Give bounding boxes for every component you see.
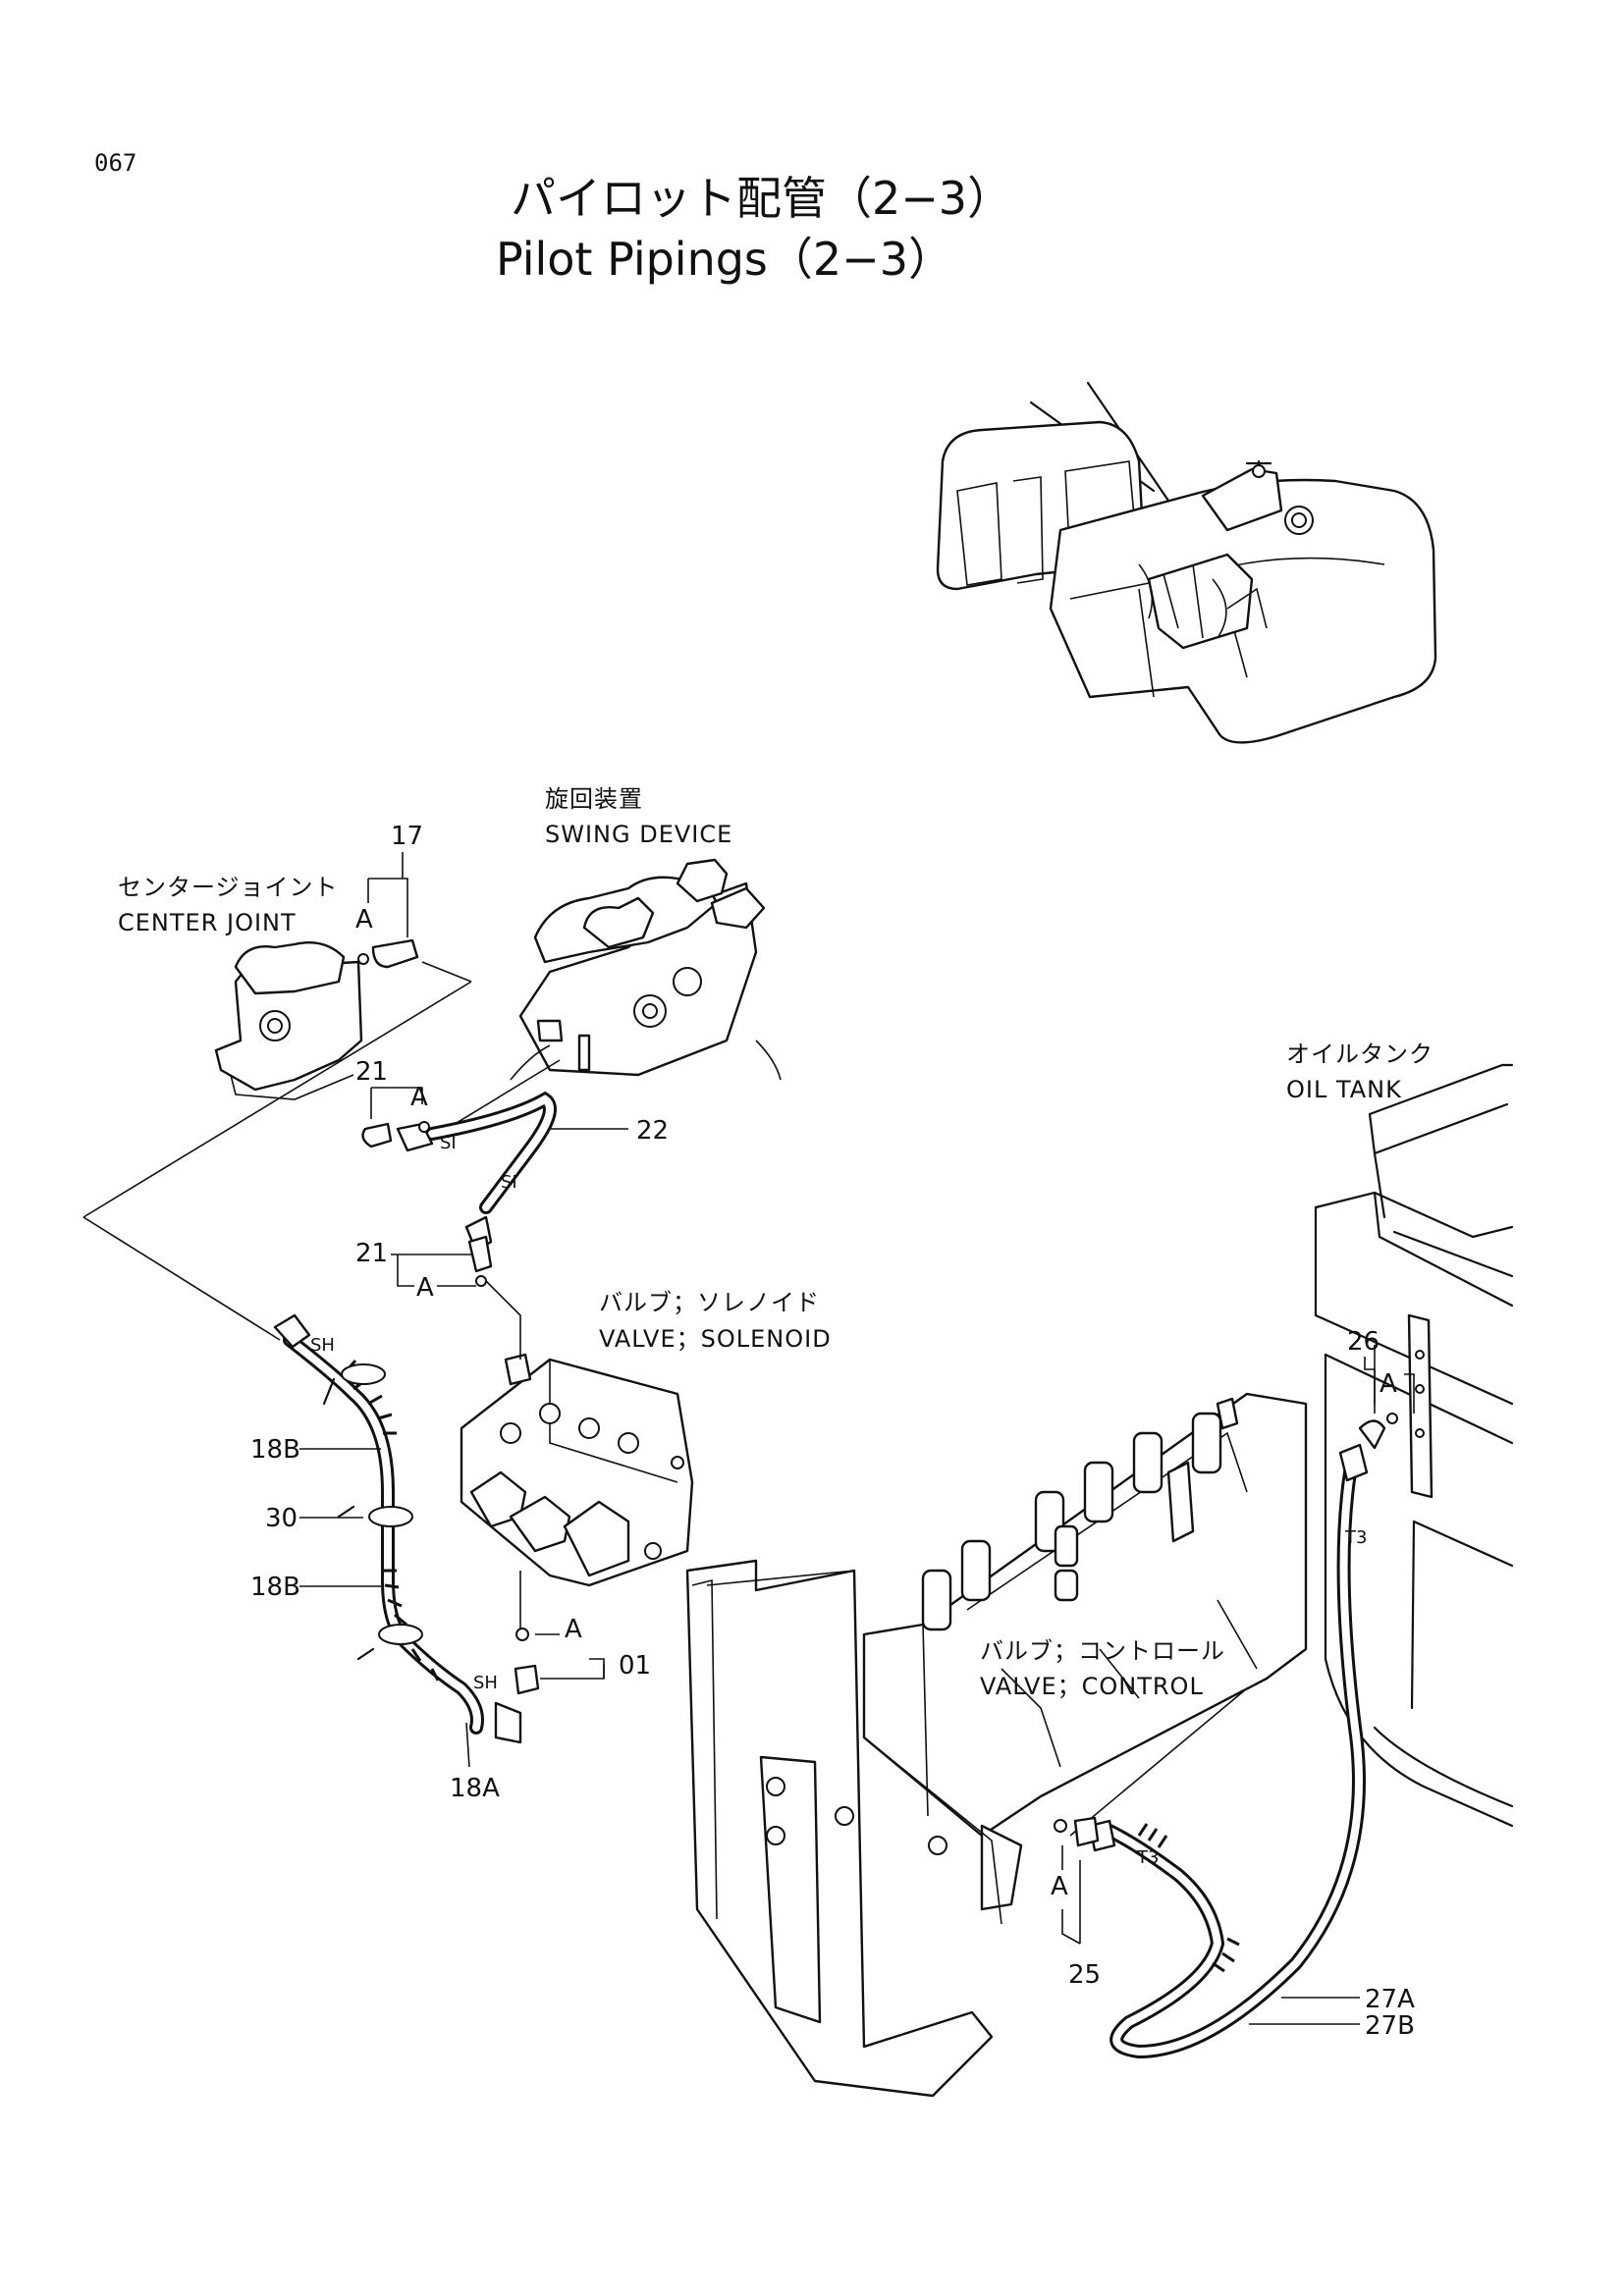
callout-25: 25: [1068, 1960, 1101, 1990]
port-a-17: A: [355, 905, 373, 934]
swing-device-illustration: [510, 858, 782, 1081]
callout-21-top: 21: [355, 1057, 388, 1087]
callout-17: 17: [391, 822, 423, 851]
port-t3-tank: T3: [1344, 1527, 1367, 1548]
port-t3-valve: T3: [1136, 1847, 1159, 1868]
oil-tank-illustration: [1314, 1063, 1514, 1828]
port-si-lower: SI: [501, 1172, 517, 1193]
component-labels: 旋回装置 SWING DEVICE センタージョイント CENTER JOINT…: [118, 785, 1434, 1700]
center-joint-label-jp: センタージョイント: [118, 874, 339, 901]
hose-18b-18a: [273, 1313, 522, 1744]
port-sh-bottom: SH: [473, 1673, 498, 1693]
callout-21-mid: 21: [355, 1239, 388, 1268]
callout-27b: 27B: [1365, 2011, 1415, 2041]
oil-tank-label-jp: オイルタンク: [1286, 1041, 1434, 1068]
fittings: [357, 938, 1398, 1847]
port-a-26: A: [1380, 1369, 1397, 1399]
callout-18b-bottom: 18B: [250, 1573, 300, 1602]
oil-tank-label-en: OIL TANK: [1286, 1076, 1402, 1103]
center-joint-illustration: [214, 940, 363, 1100]
hose-27a-27b: [1088, 1419, 1386, 2059]
callouts: 17 A 21 A SI 22 SI 21 A SH 18B 30 18B SH: [250, 822, 1415, 2041]
callout-26: 26: [1347, 1327, 1380, 1357]
excavator-overview-illustration: [936, 381, 1437, 744]
solenoid-valve-illustration: [460, 1353, 694, 1587]
page-title-jp: パイロット配管（2−3）: [511, 172, 1012, 225]
port-si-top: SI: [440, 1133, 457, 1153]
callout-30: 30: [265, 1504, 298, 1533]
swing-device-label-jp: 旋回装置: [545, 785, 643, 813]
page-title-en: Pilot Pipings（2−3）: [496, 233, 953, 286]
callout-01: 01: [619, 1651, 651, 1681]
port-a-01: A: [565, 1615, 582, 1644]
swing-device-label-en: SWING DEVICE: [545, 821, 732, 848]
control-valve-illustration: [685, 1392, 1308, 2098]
valve-solenoid-label-jp: バルブ；ソレノイド: [599, 1289, 820, 1316]
hose-22: [361, 1091, 557, 1254]
connection-lines: [82, 961, 1376, 1837]
callout-18a: 18A: [450, 1774, 500, 1803]
center-joint-label-en: CENTER JOINT: [118, 909, 297, 936]
elbow-fitting-17: [371, 938, 419, 969]
page-number: 067: [94, 149, 136, 177]
callout-22: 22: [636, 1116, 669, 1146]
port-a-25: A: [1051, 1872, 1068, 1901]
valve-control-label-jp: バルブ；コントロール: [980, 1637, 1225, 1665]
callout-27a: 27A: [1365, 1985, 1415, 2014]
o-ring-17: [357, 953, 369, 965]
valve-solenoid-label-en: VALVE；SOLENOID: [599, 1325, 832, 1353]
port-sh-top: SH: [310, 1335, 335, 1356]
port-a-21-mid: A: [416, 1273, 434, 1303]
callout-18b-top: 18B: [250, 1435, 300, 1465]
valve-control-label-en: VALVE；CONTROL: [980, 1673, 1204, 1700]
port-a-21-top: A: [410, 1083, 428, 1112]
